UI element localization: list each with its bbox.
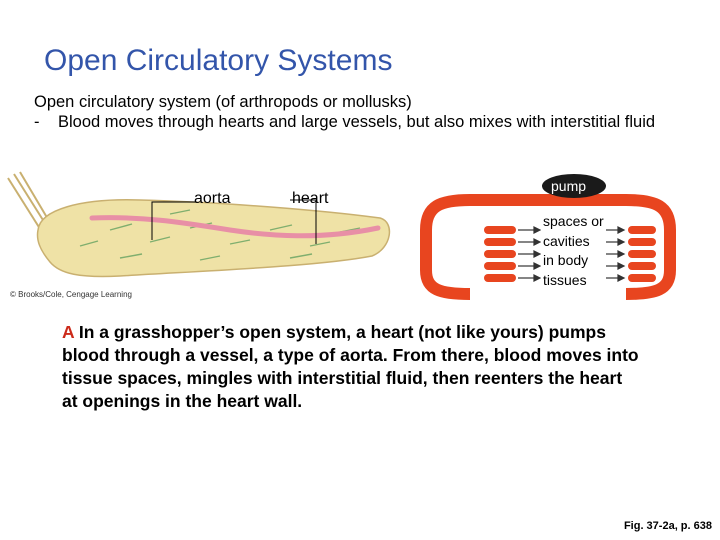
intro-bullet: - Blood moves through hearts and large v…: [34, 112, 694, 132]
left-tissue-bars: [484, 226, 516, 282]
caption-letter: A: [62, 322, 74, 342]
right-tissue-bars: [628, 226, 656, 282]
outer-loop: [420, 194, 676, 300]
pump-oval: [542, 174, 606, 198]
heart-leader: [290, 199, 317, 244]
bullet-text: Blood moves through hearts and large ves…: [58, 113, 656, 131]
caption-text: In a grasshopper’s open system, a heart …: [62, 322, 639, 411]
heart-label: heart: [292, 190, 329, 207]
spaces-line: in body: [543, 252, 589, 268]
dorsal-vessel: [89, 215, 381, 239]
antenna-line: [13, 173, 49, 229]
spaces-line: cavities: [543, 232, 590, 249]
intro-line: Open circulatory system (of arthropods o…: [34, 93, 412, 111]
antenna-line: [7, 177, 43, 233]
pump-label: pump: [551, 178, 587, 194]
slide-title: Open Circulatory Systems: [44, 44, 393, 77]
spaces-line: spaces or: [543, 213, 604, 229]
spaces-line: tissues: [543, 271, 587, 288]
figure-svg: [7, 171, 676, 300]
grasshopper-body: [36, 199, 391, 278]
intro-text: Open circulatory system (of arthropods o…: [34, 92, 694, 132]
aorta-leader: [151, 201, 196, 240]
figure-caption: A In a grasshopper’s open system, a hear…: [62, 321, 642, 413]
circulation-figure: aorta heart: [0, 170, 720, 310]
image-credit: © Brooks/Cole, Cengage Learning: [10, 290, 132, 299]
figure-reference: Fig. 37-2a, p. 638: [623, 520, 712, 532]
aorta-label: aorta: [194, 190, 231, 207]
spaces-label: spaces or cavities in body tissues: [541, 212, 606, 290]
bullet-dash: -: [34, 113, 40, 131]
